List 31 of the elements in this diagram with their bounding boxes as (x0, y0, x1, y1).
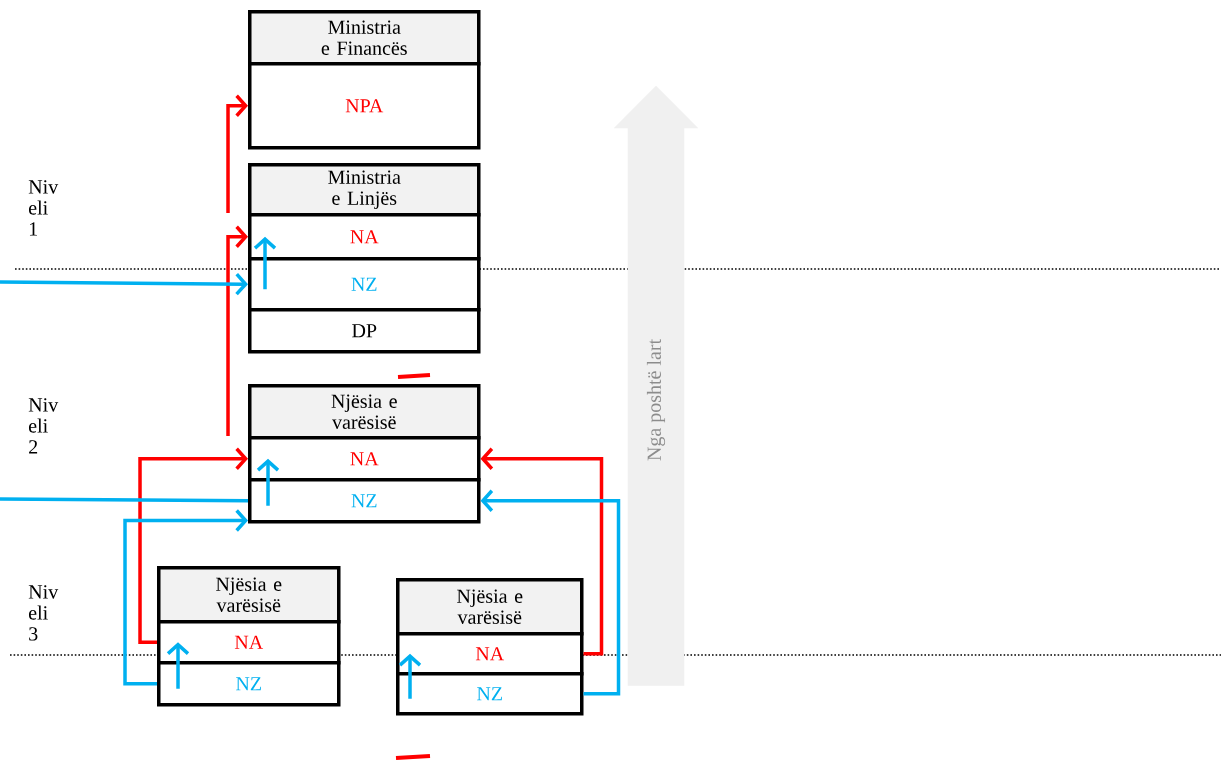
connector-arrow (166, 642, 190, 689)
header-box: Ministria e Financës (248, 10, 481, 66)
connector-arrow (256, 458, 280, 506)
row-box: NZ (396, 672, 584, 716)
connector-arrow (226, 225, 248, 436)
connector-arrow (123, 509, 248, 686)
connector-arrow (253, 236, 277, 290)
header-box: Njësia e varësisë (157, 566, 341, 624)
row-box: DP (248, 308, 481, 354)
connector-arrow (480, 489, 621, 696)
row-box: NZ (248, 257, 481, 312)
header-box: Njësia e varësisë (248, 384, 481, 440)
row-box: NPA (248, 62, 481, 150)
connector-arrow (398, 653, 422, 699)
connector-arrow (480, 447, 604, 656)
connector-arrow (226, 94, 248, 213)
row-box: NA (248, 436, 481, 482)
connector-line (0, 497, 249, 503)
connector-arrow (138, 447, 248, 644)
upward-arrow-band: Nga poshtë lart (613, 85, 699, 686)
header-box: Njësia e varësisë (396, 578, 584, 636)
level-label: Niv eli 3 (28, 585, 59, 641)
level-label: Niv eli 2 (28, 398, 59, 454)
row-box: NA (248, 213, 481, 261)
level-label: Niv eli 1 (28, 180, 59, 236)
row-box: NZ (248, 478, 481, 524)
header-box: Ministria e Linjës (248, 163, 481, 217)
row-box: NA (396, 632, 584, 676)
row-box: NA (157, 620, 341, 665)
connector-arrow (0, 273, 248, 296)
row-box: NZ (157, 661, 341, 707)
